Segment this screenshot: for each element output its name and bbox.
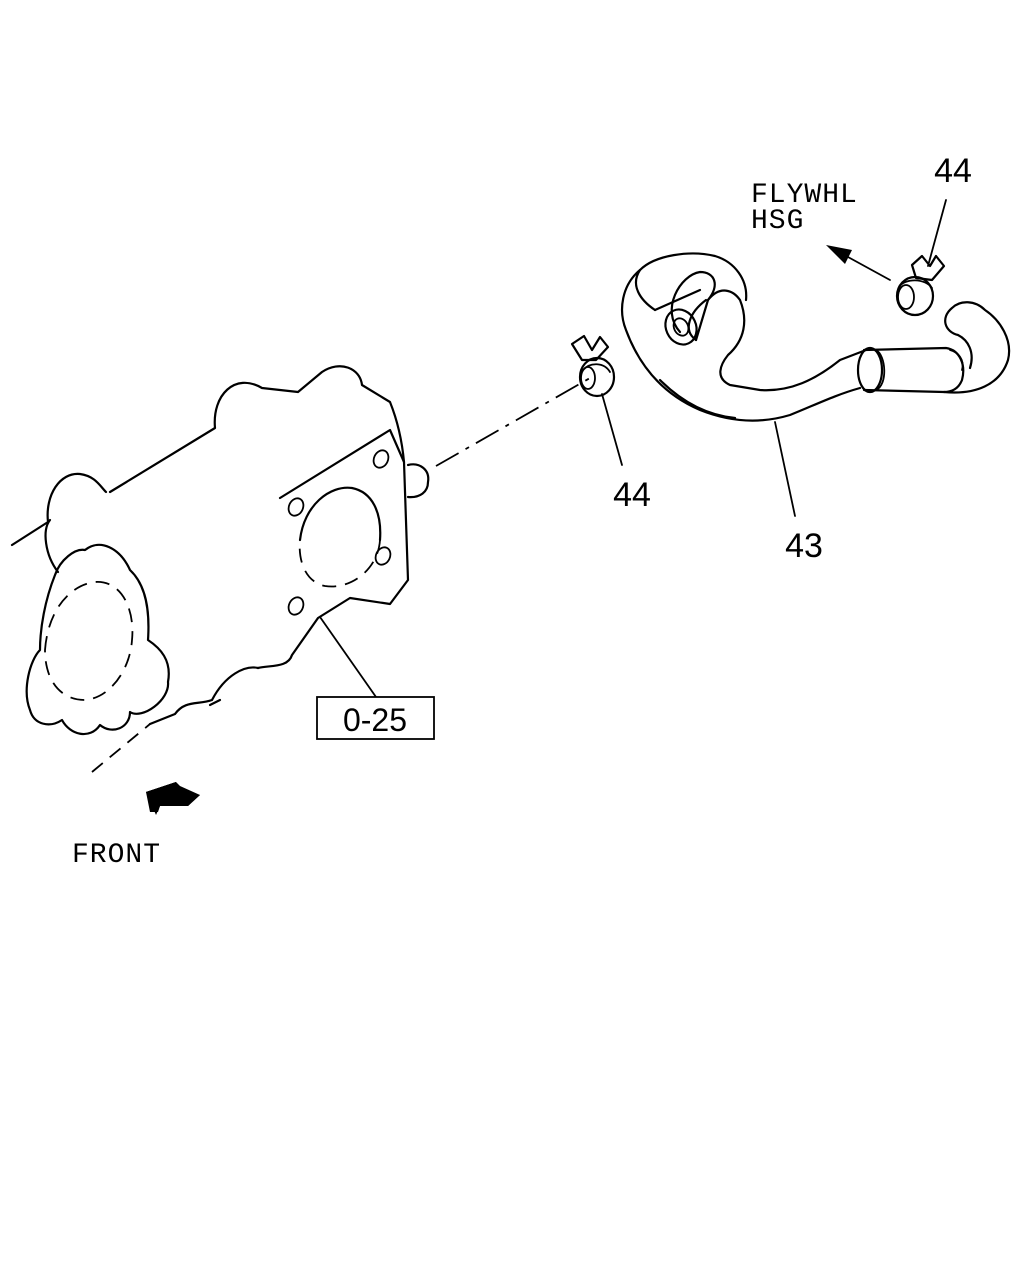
leader-reference	[319, 616, 377, 698]
flywheel-housing-note-line2: HSG	[751, 206, 804, 237]
leader-clamp-upper	[927, 199, 947, 267]
front-label: FRONT	[72, 840, 161, 871]
flywheel-housing-note-line1: FLYWHL	[751, 180, 858, 211]
reference-box[interactable]: 0-25	[316, 696, 435, 740]
leader-clamp-middle	[601, 393, 623, 466]
flywheel-direction-arrow-icon	[826, 245, 891, 281]
leader-hose	[774, 421, 796, 517]
water-hose[interactable]	[620, 252, 1011, 422]
hose-clamp-middle[interactable]	[570, 334, 616, 398]
hose-clamp-upper[interactable]	[895, 254, 946, 317]
callout-hose: 43	[785, 527, 823, 565]
front-direction-arrow-icon	[146, 782, 200, 815]
centerline	[435, 377, 591, 467]
engine-housing	[10, 365, 430, 773]
callout-clamp-middle: 44	[613, 476, 651, 514]
callout-clamp-upper: 44	[934, 152, 972, 190]
reference-label: 0-25	[343, 702, 407, 738]
